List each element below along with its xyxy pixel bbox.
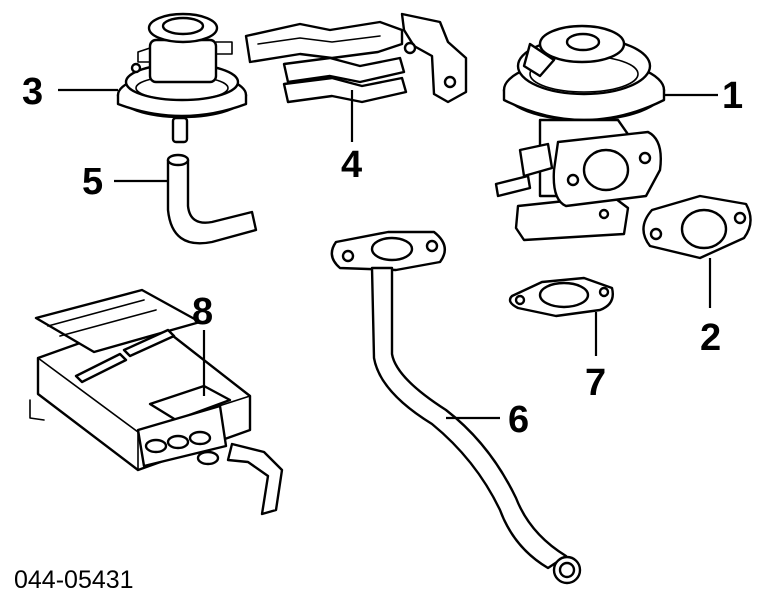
part-7-gasket [508,276,614,318]
part-1-egr-valve [494,24,666,242]
catalog-number: 044-05431 [14,566,134,594]
part-2-gasket [642,194,752,260]
callout-7: 7 [585,362,606,404]
callout-1: 1 [722,75,743,117]
callout-5: 5 [82,161,103,203]
part-8-charcoal-canister [29,288,284,516]
callout-3: 3 [22,71,43,113]
part-6-egr-pipe [330,230,582,585]
part-5-vacuum-hose [166,153,258,245]
part-4-gasket-set [244,12,468,104]
callout-2: 2 [700,317,721,359]
callout-4: 4 [341,144,362,186]
part-3-vacuum-modulator [116,12,248,144]
callout-6: 6 [508,399,529,441]
callout-8: 8 [192,291,213,333]
